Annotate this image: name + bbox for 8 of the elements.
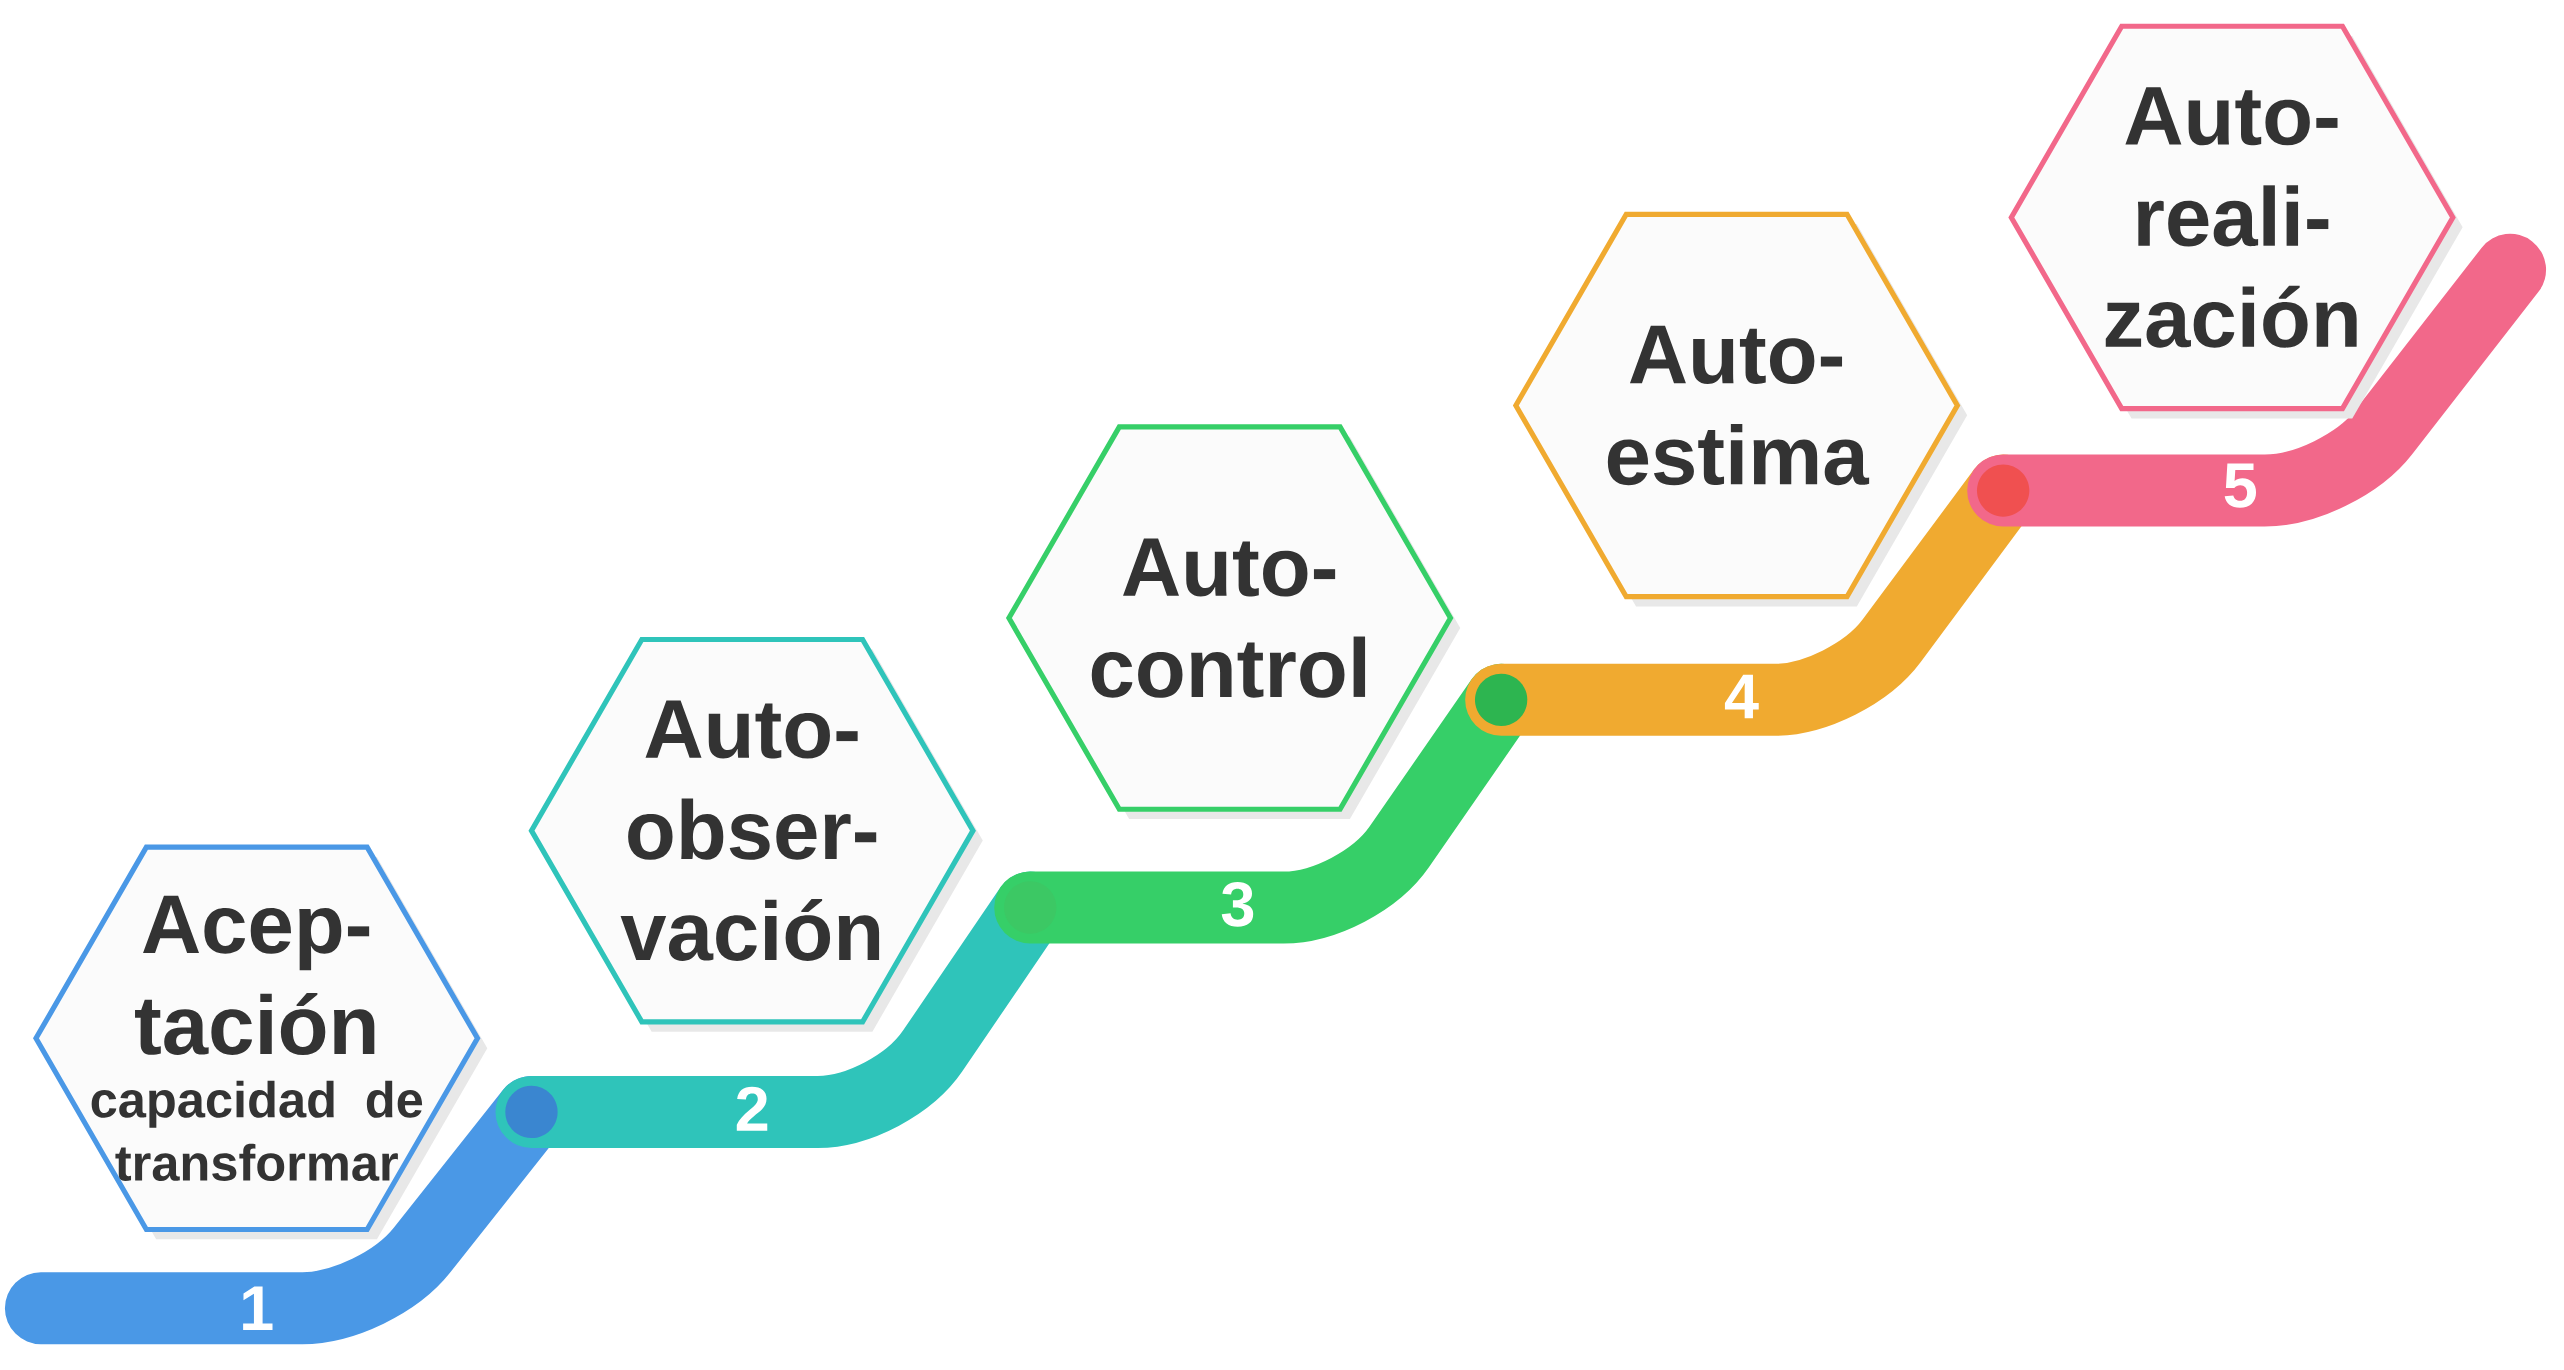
step-number: 3 [1221, 881, 1254, 927]
step-number: 4 [1724, 674, 1759, 719]
hexagon-box: Auto- control [1005, 424, 1461, 819]
step-number: 2 [736, 1086, 768, 1131]
hexagon-box: Auto- reali- zación [2008, 23, 2463, 419]
hexagon-box: Acep- tación capacidad de transformar [33, 844, 488, 1240]
hexagon-box: Auto- obser- vación [528, 636, 983, 1032]
hexagon-box: Auto- estima [1512, 211, 1968, 607]
